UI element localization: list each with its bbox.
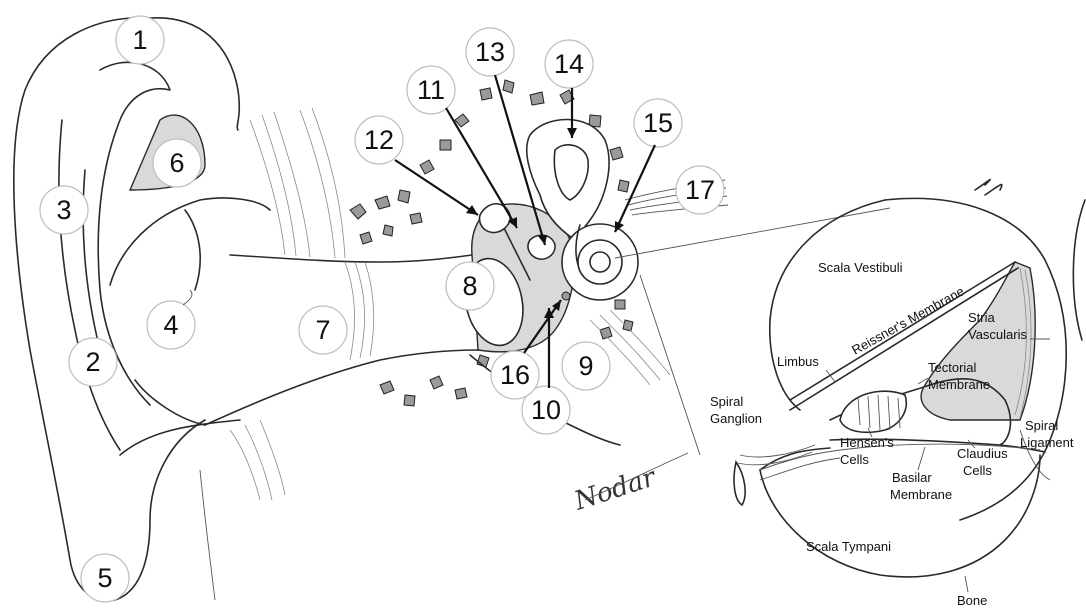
- callout-17: 17: [676, 166, 724, 214]
- label-basilar-2: Membrane: [890, 487, 952, 502]
- svg-text:6: 6: [169, 148, 184, 178]
- callout-16: 16: [491, 351, 539, 399]
- label-spiral-ligament-2: Ligament: [1020, 435, 1074, 450]
- label-claudius-1: Claudius: [957, 446, 1008, 461]
- label-limbus: Limbus: [777, 354, 819, 369]
- callout-11: 11: [407, 66, 455, 114]
- artist-signature: Nodar: [570, 453, 688, 517]
- label-stria-vascularis-2: Vascularis: [968, 327, 1028, 342]
- label-stria-vascularis-1: Stria: [968, 310, 996, 325]
- label-scala-vestibuli: Scala Vestibuli: [818, 260, 903, 275]
- svg-text:8: 8: [462, 271, 477, 301]
- svg-text:14: 14: [554, 49, 584, 79]
- svg-text:3: 3: [56, 195, 71, 225]
- label-claudius-2: Cells: [963, 463, 992, 478]
- label-tectorial-2: Membrane: [928, 377, 990, 392]
- callout-13: 13: [466, 28, 514, 76]
- callout-4: 4: [147, 301, 195, 349]
- svg-text:2: 2: [85, 347, 100, 377]
- svg-text:11: 11: [417, 75, 445, 105]
- label-hensens-1: Hensen's: [840, 435, 894, 450]
- callout-15: 15: [634, 99, 682, 147]
- callout-1: 1: [116, 16, 164, 64]
- svg-text:7: 7: [315, 315, 330, 345]
- svg-text:5: 5: [97, 563, 112, 593]
- label-basilar-1: Basilar: [892, 470, 932, 485]
- cross-section-pointer-top: [615, 208, 890, 258]
- callout-12: 12: [355, 116, 403, 164]
- callout-3: 3: [40, 186, 88, 234]
- callout-7: 7: [299, 306, 347, 354]
- svg-text:12: 12: [364, 125, 394, 155]
- pinna: [14, 18, 270, 601]
- label-spiral-ligament-1: Spiral: [1025, 418, 1058, 433]
- svg-text:16: 16: [500, 360, 530, 390]
- label-reissners-membrane: Reissner's Membrane: [849, 283, 967, 357]
- label-hensens-2: Cells: [840, 452, 869, 467]
- svg-text:4: 4: [163, 310, 178, 340]
- svg-text:9: 9: [578, 351, 593, 381]
- svg-text:1: 1: [132, 25, 147, 55]
- callout-2: 2: [69, 338, 117, 386]
- svg-text:15: 15: [643, 108, 673, 138]
- callout-6: 6: [153, 139, 201, 187]
- label-tectorial-1: Tectorial: [928, 360, 977, 375]
- svg-text:10: 10: [531, 395, 561, 425]
- cross-section-pointer-bottom: [640, 275, 700, 455]
- label-spiral-ganglion-1: Spiral: [710, 394, 743, 409]
- label-spiral-ganglion-2: Ganglion: [710, 411, 762, 426]
- callout-5: 5: [81, 554, 129, 602]
- label-bone: Bone: [957, 593, 987, 608]
- svg-text:Nodar: Nodar: [570, 462, 661, 517]
- cochlea-cross-section: [734, 180, 1085, 577]
- callout-8: 8: [446, 262, 494, 310]
- callout-14: 14: [545, 40, 593, 88]
- label-scala-tympani: Scala Tympani: [806, 539, 891, 554]
- svg-text:17: 17: [685, 175, 715, 205]
- callout-9: 9: [562, 342, 610, 390]
- svg-text:13: 13: [475, 37, 505, 67]
